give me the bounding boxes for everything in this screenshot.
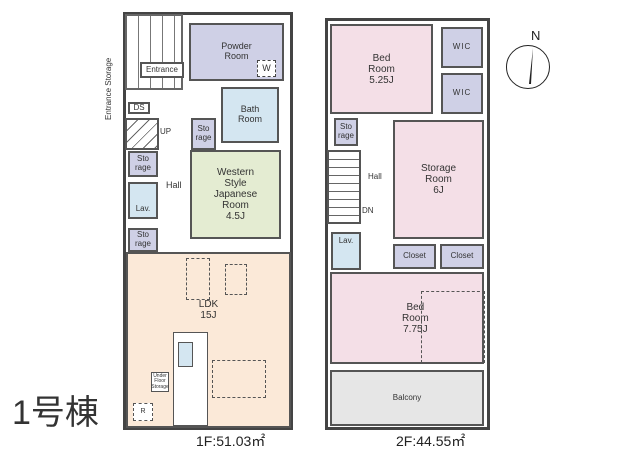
hall-1f: Hall	[166, 180, 182, 190]
entrance-tiles	[125, 14, 183, 90]
under-floor-storage: Under Floor Storage	[151, 372, 169, 392]
floor1-area: 1F:51.03㎡	[196, 433, 266, 449]
storage-room: Storage Room 6J	[393, 120, 484, 239]
up-label: UP	[160, 127, 172, 136]
japanese-room: Western Style Japanese Room 4.5J	[190, 150, 281, 239]
closet-2: Closet	[440, 244, 484, 269]
bed-room-2: Bed Room 7.75J	[330, 272, 484, 364]
compass-north-label: N	[531, 28, 541, 43]
wic-1: WIC	[441, 27, 483, 68]
powder-room: Powder Room	[189, 23, 284, 81]
fridge: R	[133, 403, 153, 421]
building-label: 1号棟	[12, 394, 99, 432]
dn-label: DN	[362, 206, 374, 215]
ldk: LDK 15J	[126, 252, 291, 428]
storage-b: Sto rage	[128, 151, 158, 177]
coffee-table	[225, 264, 247, 295]
balcony: Balcony	[330, 370, 484, 426]
lav-1f: Lav.	[128, 182, 158, 219]
lav-2f: Lav.	[331, 232, 361, 270]
entrance-storage-label: Entrance Storage	[104, 57, 113, 120]
stairs-1f	[125, 118, 159, 150]
washer: W	[257, 60, 276, 77]
bed	[421, 291, 485, 363]
closet-1: Closet	[393, 244, 436, 269]
stairs-2f	[327, 150, 361, 224]
ds: DS	[128, 102, 150, 114]
compass-icon	[506, 45, 550, 89]
storage-a: Sto rage	[191, 118, 216, 150]
storage-c: Sto rage	[128, 228, 158, 252]
wic-2: WIC	[441, 73, 483, 114]
entrance: Entrance	[140, 62, 184, 78]
hall-2f: Hall	[368, 172, 382, 181]
bath-room: Bath Room	[221, 87, 279, 143]
bed-room-1: Bed Room 5.25J	[330, 24, 433, 114]
storage-2f: Sto rage	[334, 118, 358, 146]
floor2-area: 2F:44.55㎡	[396, 433, 466, 449]
dining-table	[212, 360, 266, 398]
sofa	[186, 258, 210, 300]
sink	[178, 342, 193, 367]
